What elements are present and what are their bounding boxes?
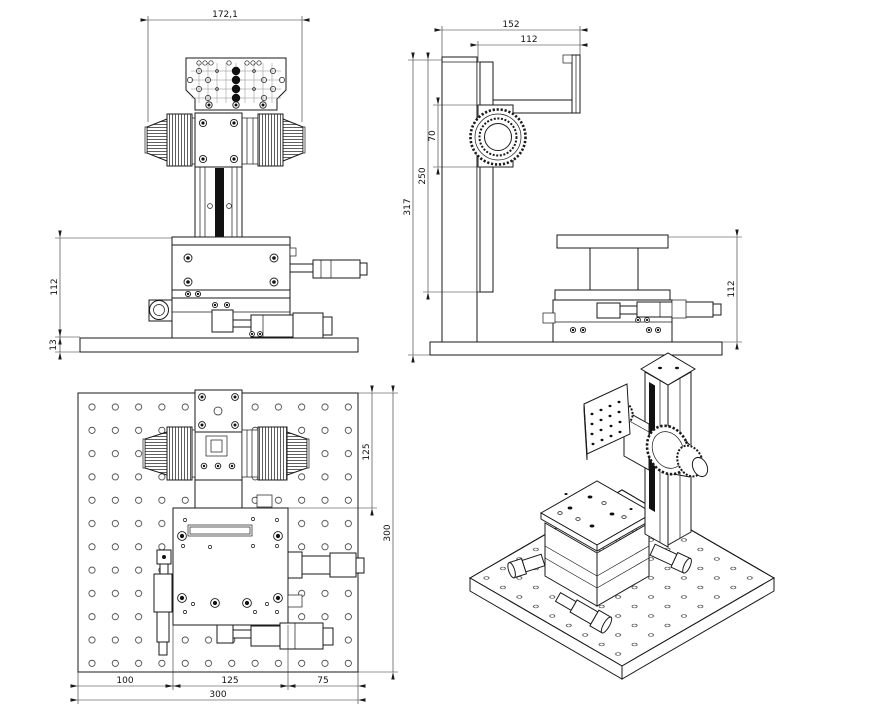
holed-plate-iso [583,383,631,461]
left-micrometer-iso [507,553,546,579]
dim-side-column-height: 250 [418,167,428,184]
right-micrometer-plan [287,551,365,579]
dim-side-total-height: 317 [403,198,413,215]
dim-side-head-height: 70 [428,130,438,142]
left-micrometer-plan [153,549,173,656]
dim-top-bottom-total: 300 [209,690,226,700]
base-plate-side [429,341,723,356]
top-dimensions [70,385,398,704]
plate-mount-screws [205,101,267,109]
dim-top-side-total: 300 [383,524,393,541]
dim-top-bottom-left: 100 [116,676,133,686]
left-adjustment-knob [144,113,196,167]
carriage-block [194,112,243,168]
front-micrometer-iso [554,591,613,634]
knob-side [469,104,527,168]
dim-side-stage-height: 112 [727,280,737,297]
dim-top-bottom-right: 75 [317,676,328,686]
right-adjustment-knob [241,113,306,167]
lower-micrometer [211,301,333,339]
base-plate [79,337,359,353]
xy-stage-plan [172,507,303,626]
dim-top-bottom-center: 125 [221,676,238,686]
column-side [441,56,494,343]
dim-front-stage-height: 112 [50,278,60,295]
knob-iso [645,424,709,478]
xy-stage-iso [539,480,655,607]
right-micrometer-iso [649,543,692,574]
left-lock-knob [148,299,173,322]
dim-side-arm-depth: 112 [520,35,537,45]
side-view: 152 112 317 250 70 112 [403,20,742,363]
front-view: 172,1 112 13 [49,10,368,360]
dim-front-overall-width: 172,1 [212,10,238,20]
stage-top-holes [557,493,633,528]
upper-micrometer [289,259,368,279]
side-dimensions [408,26,742,363]
front-dimensions [55,16,310,360]
dim-side-overall-depth: 152 [502,20,519,30]
vertical-column [194,166,243,238]
top-plate-plan [194,389,243,433]
dim-front-base-height: 13 [49,339,59,350]
bracket-and-stage-side [542,234,722,343]
top-view: 125 300 100 125 75 300 [70,385,398,704]
filled-hole [231,66,241,76]
knob-assembly-plan [142,426,310,509]
top-arm [492,54,581,114]
bottom-micrometer-plan [216,622,334,650]
xy-stage [148,236,368,339]
column-slot [215,168,224,237]
dim-top-upper-span: 125 [362,443,372,460]
isometric-view [469,352,775,680]
tool-plate [185,57,287,111]
